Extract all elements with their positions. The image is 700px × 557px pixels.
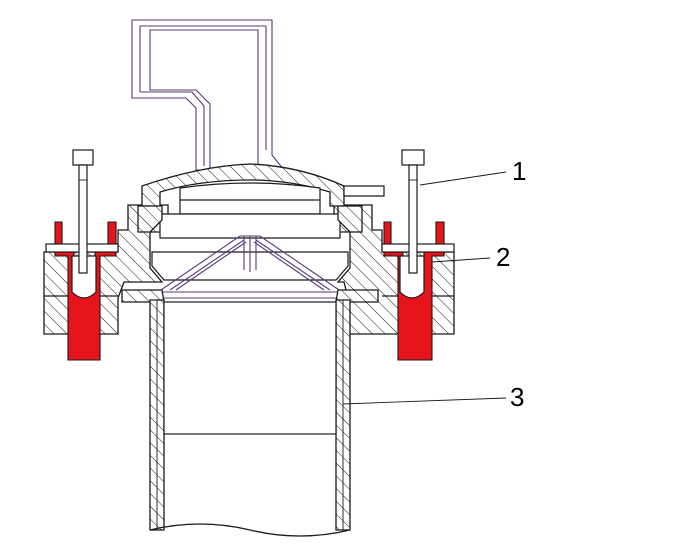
leader-3 xyxy=(342,397,507,405)
right-clamp xyxy=(381,221,455,361)
leader-2 xyxy=(431,257,491,263)
callout-3: 3 xyxy=(510,382,524,412)
cover-lid xyxy=(141,163,385,215)
right-bolt xyxy=(401,149,425,274)
left-bolt xyxy=(72,149,94,274)
leader-lines xyxy=(342,171,507,405)
leader-1 xyxy=(419,171,507,186)
cone-diaphragm xyxy=(156,235,344,299)
tube xyxy=(149,299,351,537)
callout-1: 1 xyxy=(512,156,526,186)
seal-rings xyxy=(121,289,379,303)
handle xyxy=(131,19,286,171)
callout-2: 2 xyxy=(496,242,510,272)
